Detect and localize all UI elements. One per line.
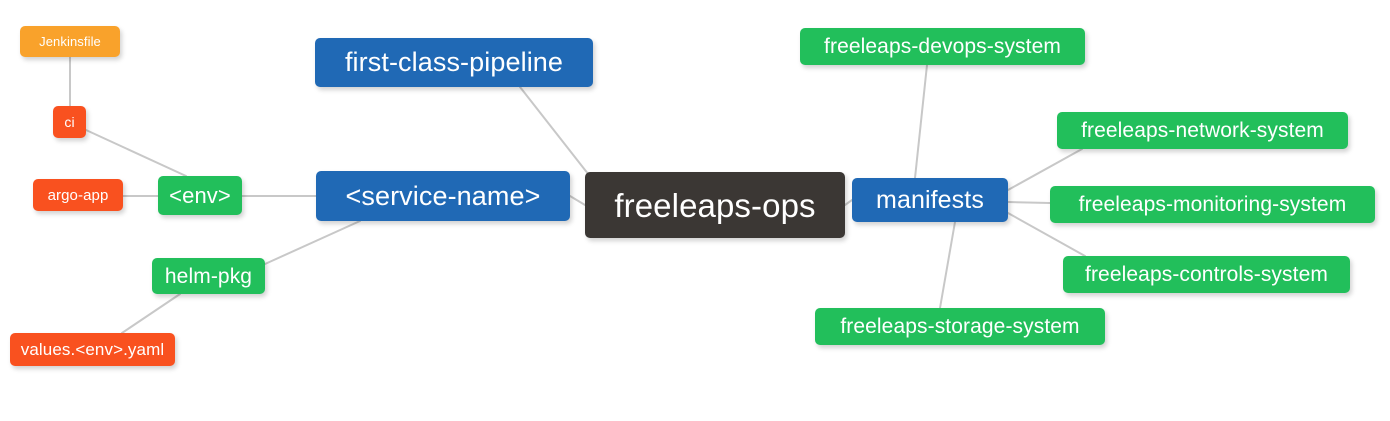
node-values-env-yaml[interactable]: values.<env>.yaml <box>10 333 175 366</box>
node-label-env: <env> <box>169 182 231 208</box>
edge-service-name-to-first-class-pipeline <box>519 86 597 185</box>
edge-manifests-to-freeleaps-devops-system <box>914 64 928 179</box>
node-label-service-name: <service-name> <box>345 180 541 211</box>
node-label-freeleaps-monitoring-system: freeleaps-monitoring-system <box>1078 193 1347 216</box>
node-first-class-pipeline[interactable]: first-class-pipeline <box>315 38 593 87</box>
edge-manifests-to-freeleaps-monitoring-system <box>1007 201 1051 204</box>
node-freeleaps-monitoring-system[interactable]: freeleaps-monitoring-system <box>1050 186 1375 223</box>
node-label-freeleaps-devops-system: freeleaps-devops-system <box>824 35 1061 58</box>
node-jenkinsfile[interactable]: Jenkinsfile <box>20 26 120 57</box>
node-label-first-class-pipeline: first-class-pipeline <box>344 47 564 77</box>
node-env[interactable]: <env> <box>158 176 242 215</box>
node-label-jenkinsfile: Jenkinsfile <box>39 34 101 49</box>
node-argo-app[interactable]: argo-app <box>33 179 123 211</box>
node-label-freeleaps-ops: freeleaps-ops <box>614 186 816 224</box>
node-freeleaps-devops-system[interactable]: freeleaps-devops-system <box>800 28 1085 65</box>
node-freeleaps-ops[interactable]: freeleaps-ops <box>585 172 845 238</box>
node-label-freeleaps-controls-system: freeleaps-controls-system <box>1085 263 1328 286</box>
edge-env-to-ci <box>85 129 187 177</box>
node-ci[interactable]: ci <box>53 106 86 138</box>
node-service-name[interactable]: <service-name> <box>316 171 570 221</box>
node-freeleaps-storage-system[interactable]: freeleaps-storage-system <box>815 308 1105 345</box>
node-freeleaps-controls-system[interactable]: freeleaps-controls-system <box>1063 256 1350 293</box>
node-label-freeleaps-storage-system: freeleaps-storage-system <box>840 315 1080 338</box>
node-freeleaps-network-system[interactable]: freeleaps-network-system <box>1057 112 1348 149</box>
node-label-freeleaps-network-system: freeleaps-network-system <box>1081 119 1324 142</box>
edge-manifests-to-freeleaps-storage-system <box>939 221 956 309</box>
node-label-ci: ci <box>64 114 75 130</box>
node-label-values-env-yaml: values.<env>.yaml <box>20 340 165 359</box>
node-manifests[interactable]: manifests <box>852 178 1008 222</box>
node-helm-pkg[interactable]: helm-pkg <box>152 258 265 294</box>
edge-freeleaps-ops-to-manifests <box>844 199 853 206</box>
edge-freeleaps-ops-to-service-name <box>569 195 586 206</box>
edge-service-name-to-helm-pkg <box>264 220 361 265</box>
edge-helm-pkg-to-values-env-yaml <box>121 293 181 334</box>
edge-manifests-to-freeleaps-network-system <box>1007 148 1083 191</box>
node-label-manifests: manifests <box>876 185 984 214</box>
node-label-helm-pkg: helm-pkg <box>164 264 253 288</box>
node-label-argo-app: argo-app <box>47 186 109 204</box>
